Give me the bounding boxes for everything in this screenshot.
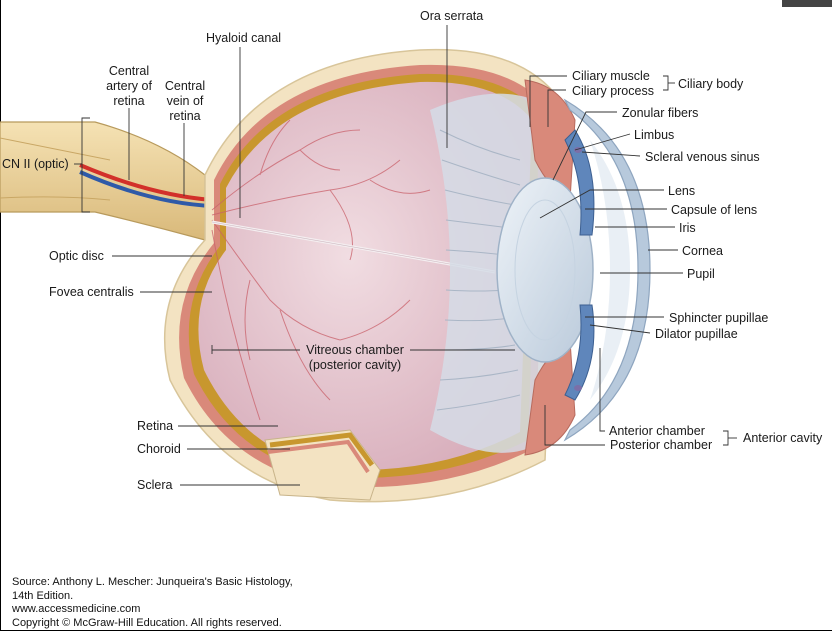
label-limbus: Limbus <box>634 128 675 142</box>
label-vitreous-l1: Vitreous chamber <box>306 343 404 357</box>
optic-nerve <box>0 121 213 241</box>
leader-lines <box>74 25 737 486</box>
source-line-4: Copyright © McGraw-Hill Education. All r… <box>12 616 282 629</box>
label-cn-ii: CN II (optic) <box>2 157 69 171</box>
label-choroid: Choroid <box>137 442 181 456</box>
label-retina: Retina <box>137 419 174 433</box>
source-line-3: www.accessmedicine.com <box>12 603 141 615</box>
label-capsule-of-lens: Capsule of lens <box>671 203 758 217</box>
central-vein <box>79 170 213 208</box>
label-vitreous-l2: (posterior cavity) <box>308 358 402 372</box>
corner-mark <box>782 0 832 7</box>
label-fovea-centralis: Fovea centralis <box>49 285 134 299</box>
label-pupil: Pupil <box>687 267 715 281</box>
leader-posterior-chamber <box>544 405 605 446</box>
label-optic-disc: Optic disc <box>49 249 104 263</box>
leader-dilator-pupillae <box>589 324 651 334</box>
label-sclera: Sclera <box>137 478 173 492</box>
lens-shape <box>496 177 594 363</box>
label-central-vein-l3: retina <box>169 109 201 123</box>
leader-ciliary-muscle <box>529 75 567 127</box>
label-central-vein-l1: Central <box>164 79 206 93</box>
bracket-ciliary-body <box>663 75 669 91</box>
leader-zonular-fibers <box>552 111 617 181</box>
label-ciliary-muscle: Ciliary muscle <box>572 69 650 83</box>
zonular-fibers <box>436 129 521 411</box>
label-central-vein-l2: vein of <box>166 94 204 108</box>
label-sphincter-pupillae: Sphincter pupillae <box>669 311 769 325</box>
label-central-artery-l2: artery of <box>106 79 152 93</box>
label-central-artery-l3: retina <box>113 94 145 108</box>
ciliary-body-upper <box>524 79 576 201</box>
label-posterior-chamber: Posterior chamber <box>610 438 713 452</box>
bracket-cn-ii <box>81 117 90 213</box>
label-dilator-pupillae: Dilator pupillae <box>655 327 738 341</box>
cornea-shape <box>563 98 651 442</box>
retinal-vessels <box>211 119 431 421</box>
anterior-chamber-shape <box>590 140 630 400</box>
leader-scleral-venous-sinus <box>581 151 641 157</box>
label-ciliary-process: Ciliary process <box>572 84 654 98</box>
label-zonular-fibers: Zonular fibers <box>622 106 699 120</box>
bracket-anterior-cavity <box>723 430 729 446</box>
label-lens: Lens <box>668 184 696 198</box>
iris-lower <box>564 304 595 401</box>
label-ora-serrata: Ora serrata <box>420 9 484 23</box>
label-iris: Iris <box>679 221 696 235</box>
source-line-1: Source: Anthony L. Mescher: Junqueira's … <box>12 576 293 588</box>
label-ciliary-body: Ciliary body <box>678 77 744 91</box>
label-scleral-venous-sinus: Scleral venous sinus <box>645 150 760 164</box>
central-artery <box>79 163 213 202</box>
label-cornea: Cornea <box>682 244 723 258</box>
label-anterior-cavity: Anterior cavity <box>743 431 823 445</box>
source-credit: Source: Anthony L. Mescher: Junqueira's … <box>12 576 293 630</box>
label-hyaloid-canal: Hyaloid canal <box>206 31 282 45</box>
leader-anterior-chamber <box>599 348 605 432</box>
leader-lens <box>539 189 664 219</box>
label-central-artery-l1: Central <box>108 64 150 78</box>
source-line-2: 14th Edition. <box>12 589 74 602</box>
label-anterior-chamber: Anterior chamber <box>609 424 705 438</box>
leader-ciliary-process <box>547 89 566 127</box>
leader-limbus <box>574 133 631 151</box>
